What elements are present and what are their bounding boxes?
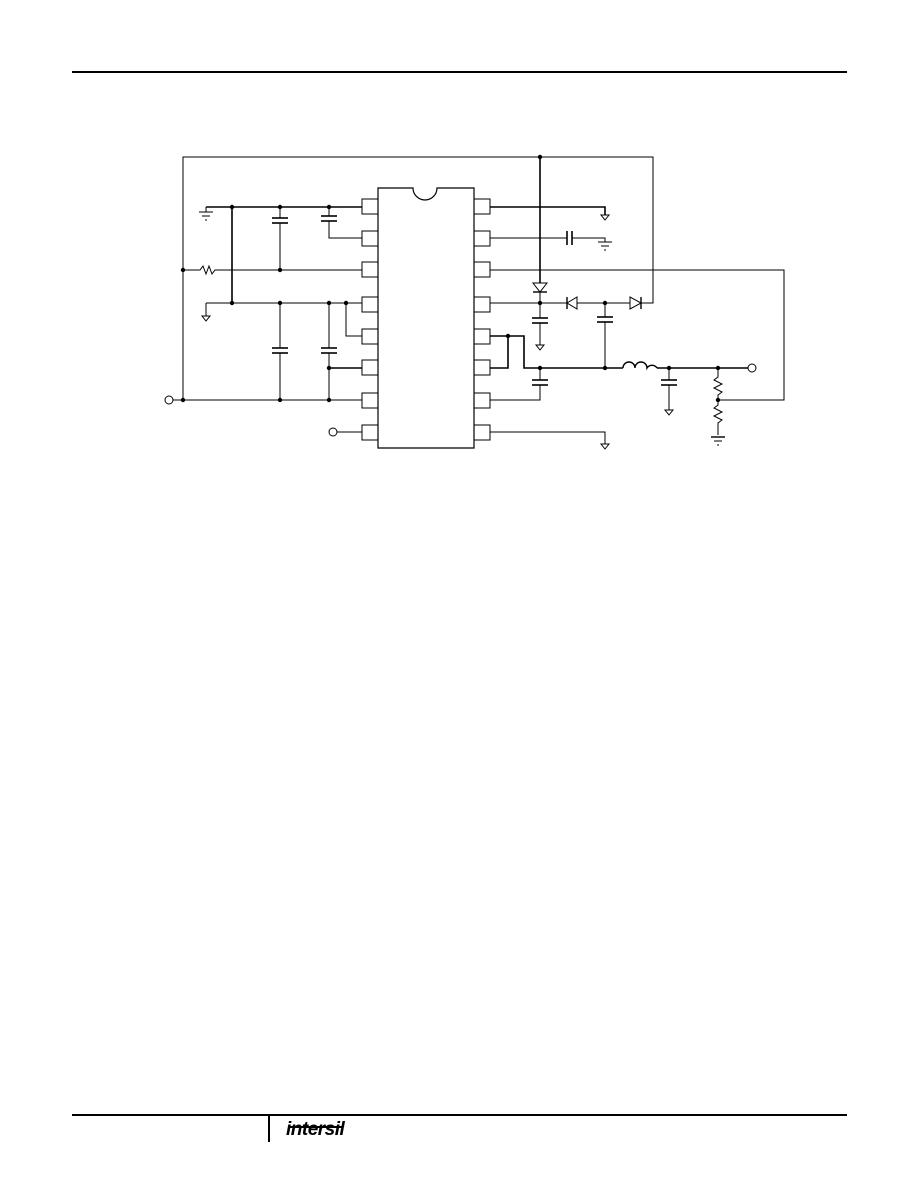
ground-arrow xyxy=(599,214,611,221)
header-rule xyxy=(72,71,847,73)
junction-dots xyxy=(180,154,721,403)
diode-d3 xyxy=(629,296,643,310)
capacitor-c5 xyxy=(566,231,612,251)
resistor-r2 xyxy=(712,368,724,400)
footer-divider xyxy=(268,1116,270,1142)
inductor-l1 xyxy=(622,361,748,371)
capacitor-c1 xyxy=(272,207,288,270)
diode-d2 xyxy=(566,296,578,310)
resistor-r3 xyxy=(711,400,725,446)
footer-rule xyxy=(72,1114,847,1116)
capacitor-c7 xyxy=(597,303,613,368)
top-loop-wire xyxy=(182,156,654,400)
input-terminal xyxy=(164,395,174,405)
ground-symbol xyxy=(199,207,213,221)
capacitor-c2 xyxy=(321,207,362,239)
ic-package xyxy=(377,187,475,449)
brand-logo: intersil xyxy=(286,1119,345,1140)
resistor-r1 xyxy=(183,264,362,276)
capacitor-c6 xyxy=(532,317,548,351)
ic-left-pins xyxy=(361,198,379,441)
capacitor-c8 xyxy=(490,368,548,401)
ic-right-pins xyxy=(473,198,491,441)
capacitor-c3 xyxy=(272,303,288,400)
output-terminal xyxy=(747,363,757,373)
capacitor-c4 xyxy=(321,303,337,400)
diode-d1 xyxy=(531,282,549,293)
input-terminal-2 xyxy=(328,427,338,437)
ground-arrow xyxy=(599,443,611,450)
ground-arrow xyxy=(200,315,212,322)
capacitor-c9 xyxy=(661,368,677,416)
